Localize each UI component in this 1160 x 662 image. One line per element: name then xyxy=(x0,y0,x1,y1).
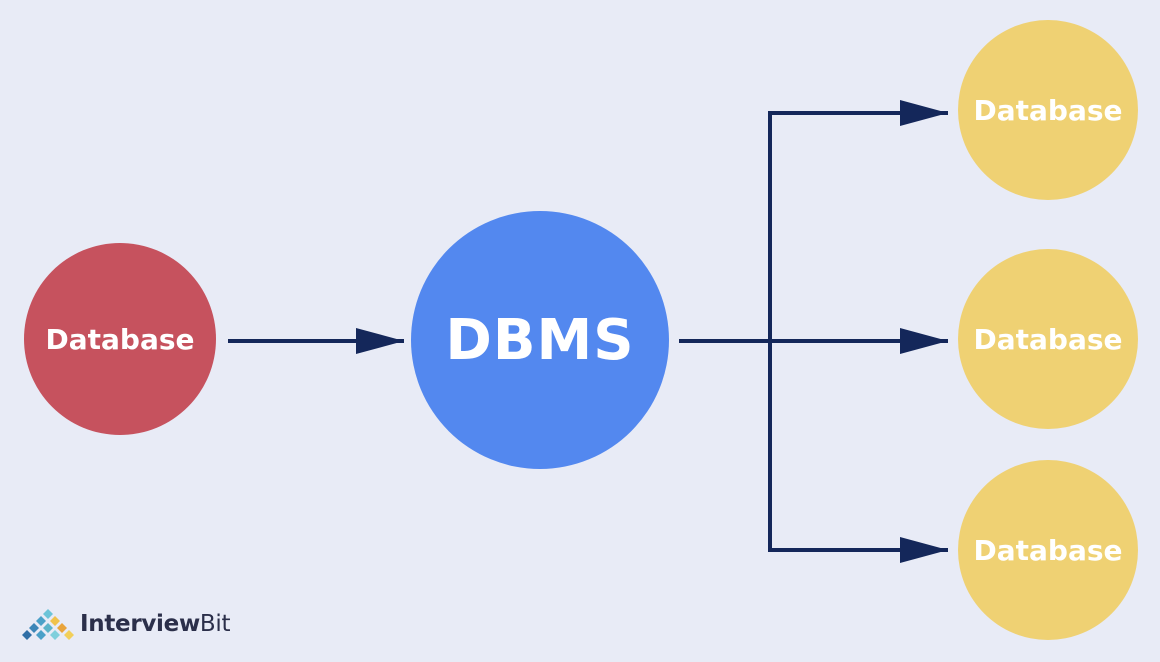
brand-name-part-2: Bit xyxy=(199,611,231,637)
interviewbit-logo-icon xyxy=(22,609,74,640)
arrowhead-target-2 xyxy=(900,328,948,354)
brand-name-part-1: Interview xyxy=(80,611,200,637)
target-database-label-1: Database xyxy=(973,93,1123,127)
target-database-label-2: Database xyxy=(973,322,1123,356)
target-database-node-2: Database xyxy=(958,249,1138,429)
dbms-node: DBMS xyxy=(411,211,669,469)
source-database-label: Database xyxy=(45,322,195,356)
target-database-node-3: Database xyxy=(958,460,1138,640)
brand-name: InterviewBit xyxy=(80,611,231,637)
source-database-node: Database xyxy=(24,243,216,435)
target-database-node-1: Database xyxy=(958,20,1138,200)
arrowhead-target-3 xyxy=(900,537,948,563)
target-database-label-3: Database xyxy=(973,533,1123,567)
arrowhead-source-to-dbms xyxy=(356,328,404,354)
dbms-label: DBMS xyxy=(445,307,635,373)
brand-logo: InterviewBit xyxy=(22,607,231,641)
arrowhead-target-1 xyxy=(900,100,948,126)
